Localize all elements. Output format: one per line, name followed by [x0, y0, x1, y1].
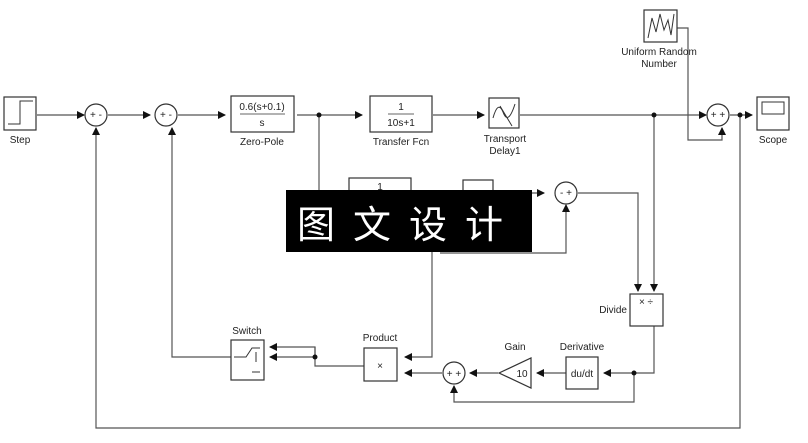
random-label-1: Uniform Random	[621, 47, 697, 58]
random-label-2: Number	[641, 59, 677, 70]
step-icon	[8, 100, 33, 125]
gain-value: 10	[516, 369, 528, 380]
sum4-block[interactable]: - +	[554, 181, 578, 205]
derivative-expr: du/dt	[571, 369, 593, 380]
sum3-block[interactable]: + +	[706, 103, 730, 127]
transport-delay-block[interactable]: Transport Delay1	[484, 97, 527, 157]
wires	[37, 27, 753, 429]
switch-label: Switch	[232, 326, 261, 337]
divide-ops: × ÷	[639, 297, 654, 308]
divide-block[interactable]: × ÷ Divide	[599, 293, 664, 327]
sum2-signs: + -	[160, 110, 172, 121]
transfer-fcn-label: Transfer Fcn	[373, 137, 429, 148]
sum4-signs: - +	[560, 188, 572, 199]
transfer-fcn-denominator: 10s+1	[387, 118, 415, 129]
transport-delay-label-1: Transport	[484, 134, 527, 145]
uniform-random-block[interactable]: Uniform Random Number	[621, 9, 697, 70]
junction-dots	[312, 112, 743, 376]
sum2-block[interactable]: + -	[154, 103, 178, 127]
sum3-signs: + +	[711, 110, 726, 121]
transfer-fcn-block[interactable]: 1 10s+1 Transfer Fcn	[369, 95, 433, 148]
product-block[interactable]: × Product	[363, 333, 398, 382]
product-label: Product	[363, 333, 398, 344]
scope-screen-icon	[761, 101, 785, 115]
transport-delay-label-2: Delay1	[489, 146, 521, 157]
product-op: ×	[377, 361, 383, 372]
derivative-label: Derivative	[560, 342, 605, 353]
derivative-block[interactable]: du/dt Derivative	[560, 342, 605, 390]
watermark-banner: 图文设计	[286, 190, 532, 252]
step-block[interactable]: Step	[3, 96, 37, 146]
gain-block[interactable]: 10 Gain	[497, 342, 532, 389]
step-label: Step	[10, 135, 31, 146]
gain-label: Gain	[504, 342, 525, 353]
delay-wave-icon	[492, 103, 516, 127]
zero-pole-block[interactable]: 0.6(s+0.1) s Zero-Pole	[230, 95, 295, 148]
divide-label: Divide	[599, 305, 627, 316]
transfer-fcn-numerator: 1	[398, 102, 404, 113]
sum1-signs: + -	[90, 110, 102, 121]
zero-pole-denominator: s	[260, 118, 265, 129]
random-noise-icon	[647, 13, 675, 39]
scope-label: Scope	[759, 135, 788, 146]
hidden-tf-numerator: 1	[377, 182, 383, 193]
switch-block[interactable]: Switch	[230, 326, 265, 381]
zero-pole-numerator: 0.6(s+0.1)	[239, 102, 284, 113]
sum1-block[interactable]: + -	[84, 103, 108, 127]
switch-icon	[234, 347, 260, 373]
sum5-signs: + +	[447, 369, 462, 380]
scope-block[interactable]: Scope	[756, 96, 790, 146]
zero-pole-label: Zero-Pole	[240, 137, 284, 148]
sum5-block[interactable]: + +	[442, 361, 466, 385]
